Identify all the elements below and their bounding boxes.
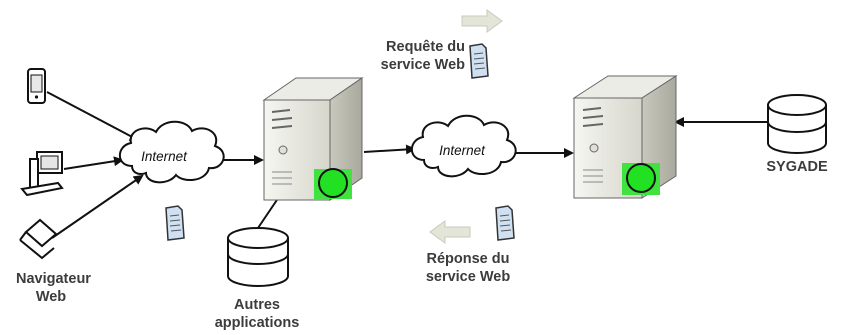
arrow-server-left-to-internet [363,144,416,155]
web-server-left [262,77,364,201]
other-apps-label-line1: Autres [234,297,280,313]
status-indicator-left [318,168,348,198]
arrow-desktop-to-internet [63,156,124,170]
response-document-icon [495,205,515,241]
navigator-label-line1: Navigateur [16,271,91,287]
internet-label-left: Internet [141,149,188,164]
client-document-icon [165,205,185,241]
other-apps-database-icon [227,227,289,287]
desktop-computer-icon [20,151,64,197]
arrow-laptop-to-internet [51,174,144,239]
response-direction-arrow [429,220,471,244]
internet-label-right: Internet [439,143,486,158]
internet-cloud-left: Internet [118,120,225,184]
other-apps-label-line2: applications [214,315,300,331]
response-label: Réponse du service Web [408,250,528,286]
sygade-database-icon [767,94,827,154]
other-apps-label: Autres applications [195,296,319,332]
sygade-server-right [572,75,678,199]
request-label: Requête du service Web [355,38,465,74]
connection-arrows [46,91,768,239]
request-label-line1: Requête du [386,39,465,55]
mobile-phone-icon [27,68,46,104]
request-document-icon [469,43,489,79]
laptop-icon [19,218,58,260]
internet-cloud-right: Internet [410,114,517,178]
response-label-line1: Réponse du [426,251,510,267]
request-direction-arrow [461,9,503,33]
sygade-label: SYGADE [766,159,828,175]
navigator-label: Navigateur Web [16,270,91,306]
status-indicator-right [626,163,656,193]
navigator-label-line2: Web [35,289,67,305]
request-label-line2: service Web [380,57,465,73]
arrow-phone-to-internet [46,91,140,141]
response-label-line2: service Web [425,269,511,285]
